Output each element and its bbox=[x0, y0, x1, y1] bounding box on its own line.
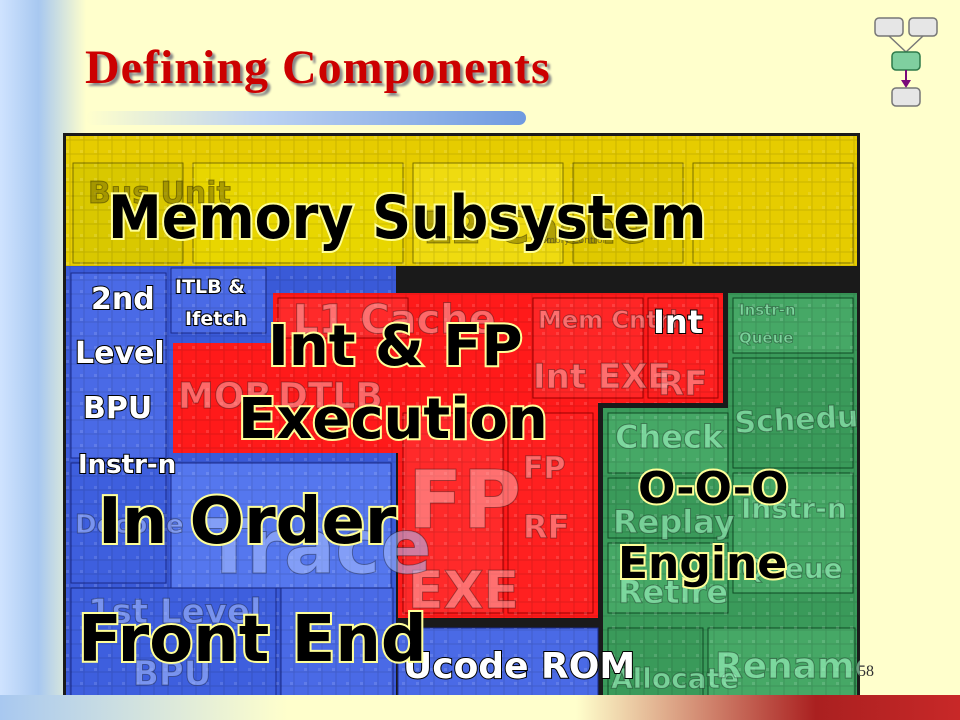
label-bus-unit: Bus Unit bbox=[88, 176, 231, 211]
group-label-memory: Memory Subsystem bbox=[108, 183, 706, 253]
label-instr-queue-1: Instr-n bbox=[739, 301, 796, 319]
label-fp: FP bbox=[408, 454, 521, 547]
group-label-execution-2: Execution bbox=[238, 387, 548, 452]
label-rename: Rename bbox=[715, 646, 860, 687]
label-fp-rf-2: RF bbox=[523, 508, 570, 546]
group-label-frontend-2: Front End bbox=[78, 603, 427, 677]
label-allocate: Allocate bbox=[611, 662, 739, 695]
processor-die-diagram: Bus Unit L2 Cache Memory Control ITLB & … bbox=[63, 133, 860, 720]
group-label-frontend-1: In Order bbox=[98, 485, 397, 559]
label-replay: Replay bbox=[613, 503, 735, 541]
label-int-rf-1: Int bbox=[653, 303, 703, 341]
label-memory-control: Memory Control bbox=[533, 236, 605, 246]
label-ucode-rom: Ucode ROM bbox=[403, 646, 635, 687]
label-instr-queue2-2: Queue bbox=[741, 552, 843, 585]
label-int-exe: Int EXE bbox=[533, 357, 671, 397]
label-trace: Trace bbox=[203, 502, 432, 591]
front-end-region bbox=[66, 266, 599, 718]
label-retire: Retire bbox=[618, 573, 728, 611]
label-scheduler: Scheduler bbox=[734, 397, 860, 441]
group-label-ooo-1: O-O-O bbox=[638, 463, 788, 514]
label-dtlb: DTLB bbox=[278, 376, 383, 417]
slide-title: Defining Components bbox=[85, 41, 551, 94]
label-int-rf-2: RF bbox=[658, 364, 707, 404]
ooo-engine-region bbox=[603, 293, 857, 718]
label-bpu2-2: Level bbox=[75, 336, 165, 371]
flowchart-logo-icon bbox=[874, 17, 938, 107]
label-decode-1: Instr-n bbox=[78, 450, 176, 480]
label-l2-cache: L2 Cache bbox=[423, 203, 646, 254]
label-bpu1-1: 1st Level bbox=[88, 592, 262, 632]
group-label-execution-1: Int & FP bbox=[268, 314, 523, 379]
label-itlb-1: ITLB & bbox=[175, 276, 245, 298]
label-mob: MOB bbox=[178, 376, 272, 417]
label-instr-queue-2: Queue bbox=[739, 329, 793, 347]
footer-bar bbox=[0, 695, 960, 720]
label-exe: EXE bbox=[408, 561, 519, 621]
label-decode-2: Decode bbox=[75, 510, 184, 540]
label-bpu1-2: BPU bbox=[133, 654, 211, 694]
page-number: 58 bbox=[858, 663, 874, 680]
label-fp-rf-1: FP bbox=[523, 451, 565, 486]
execution-region bbox=[173, 293, 723, 618]
label-instr-queue2-1: Instr-n bbox=[741, 492, 847, 525]
label-l1-cache: L1 Cache bbox=[293, 297, 496, 343]
label-itlb-2: Ifetch bbox=[185, 308, 247, 330]
memory-subsystem-region bbox=[66, 136, 857, 266]
label-bpu2-1: 2nd bbox=[91, 282, 155, 317]
label-mem-cntrl: Mem Cntrl bbox=[538, 306, 678, 334]
group-label-ooo-2: Engine bbox=[618, 538, 787, 589]
title-underline bbox=[86, 111, 526, 125]
label-check: Check bbox=[615, 418, 724, 456]
label-bpu2-3: BPU bbox=[83, 391, 152, 426]
